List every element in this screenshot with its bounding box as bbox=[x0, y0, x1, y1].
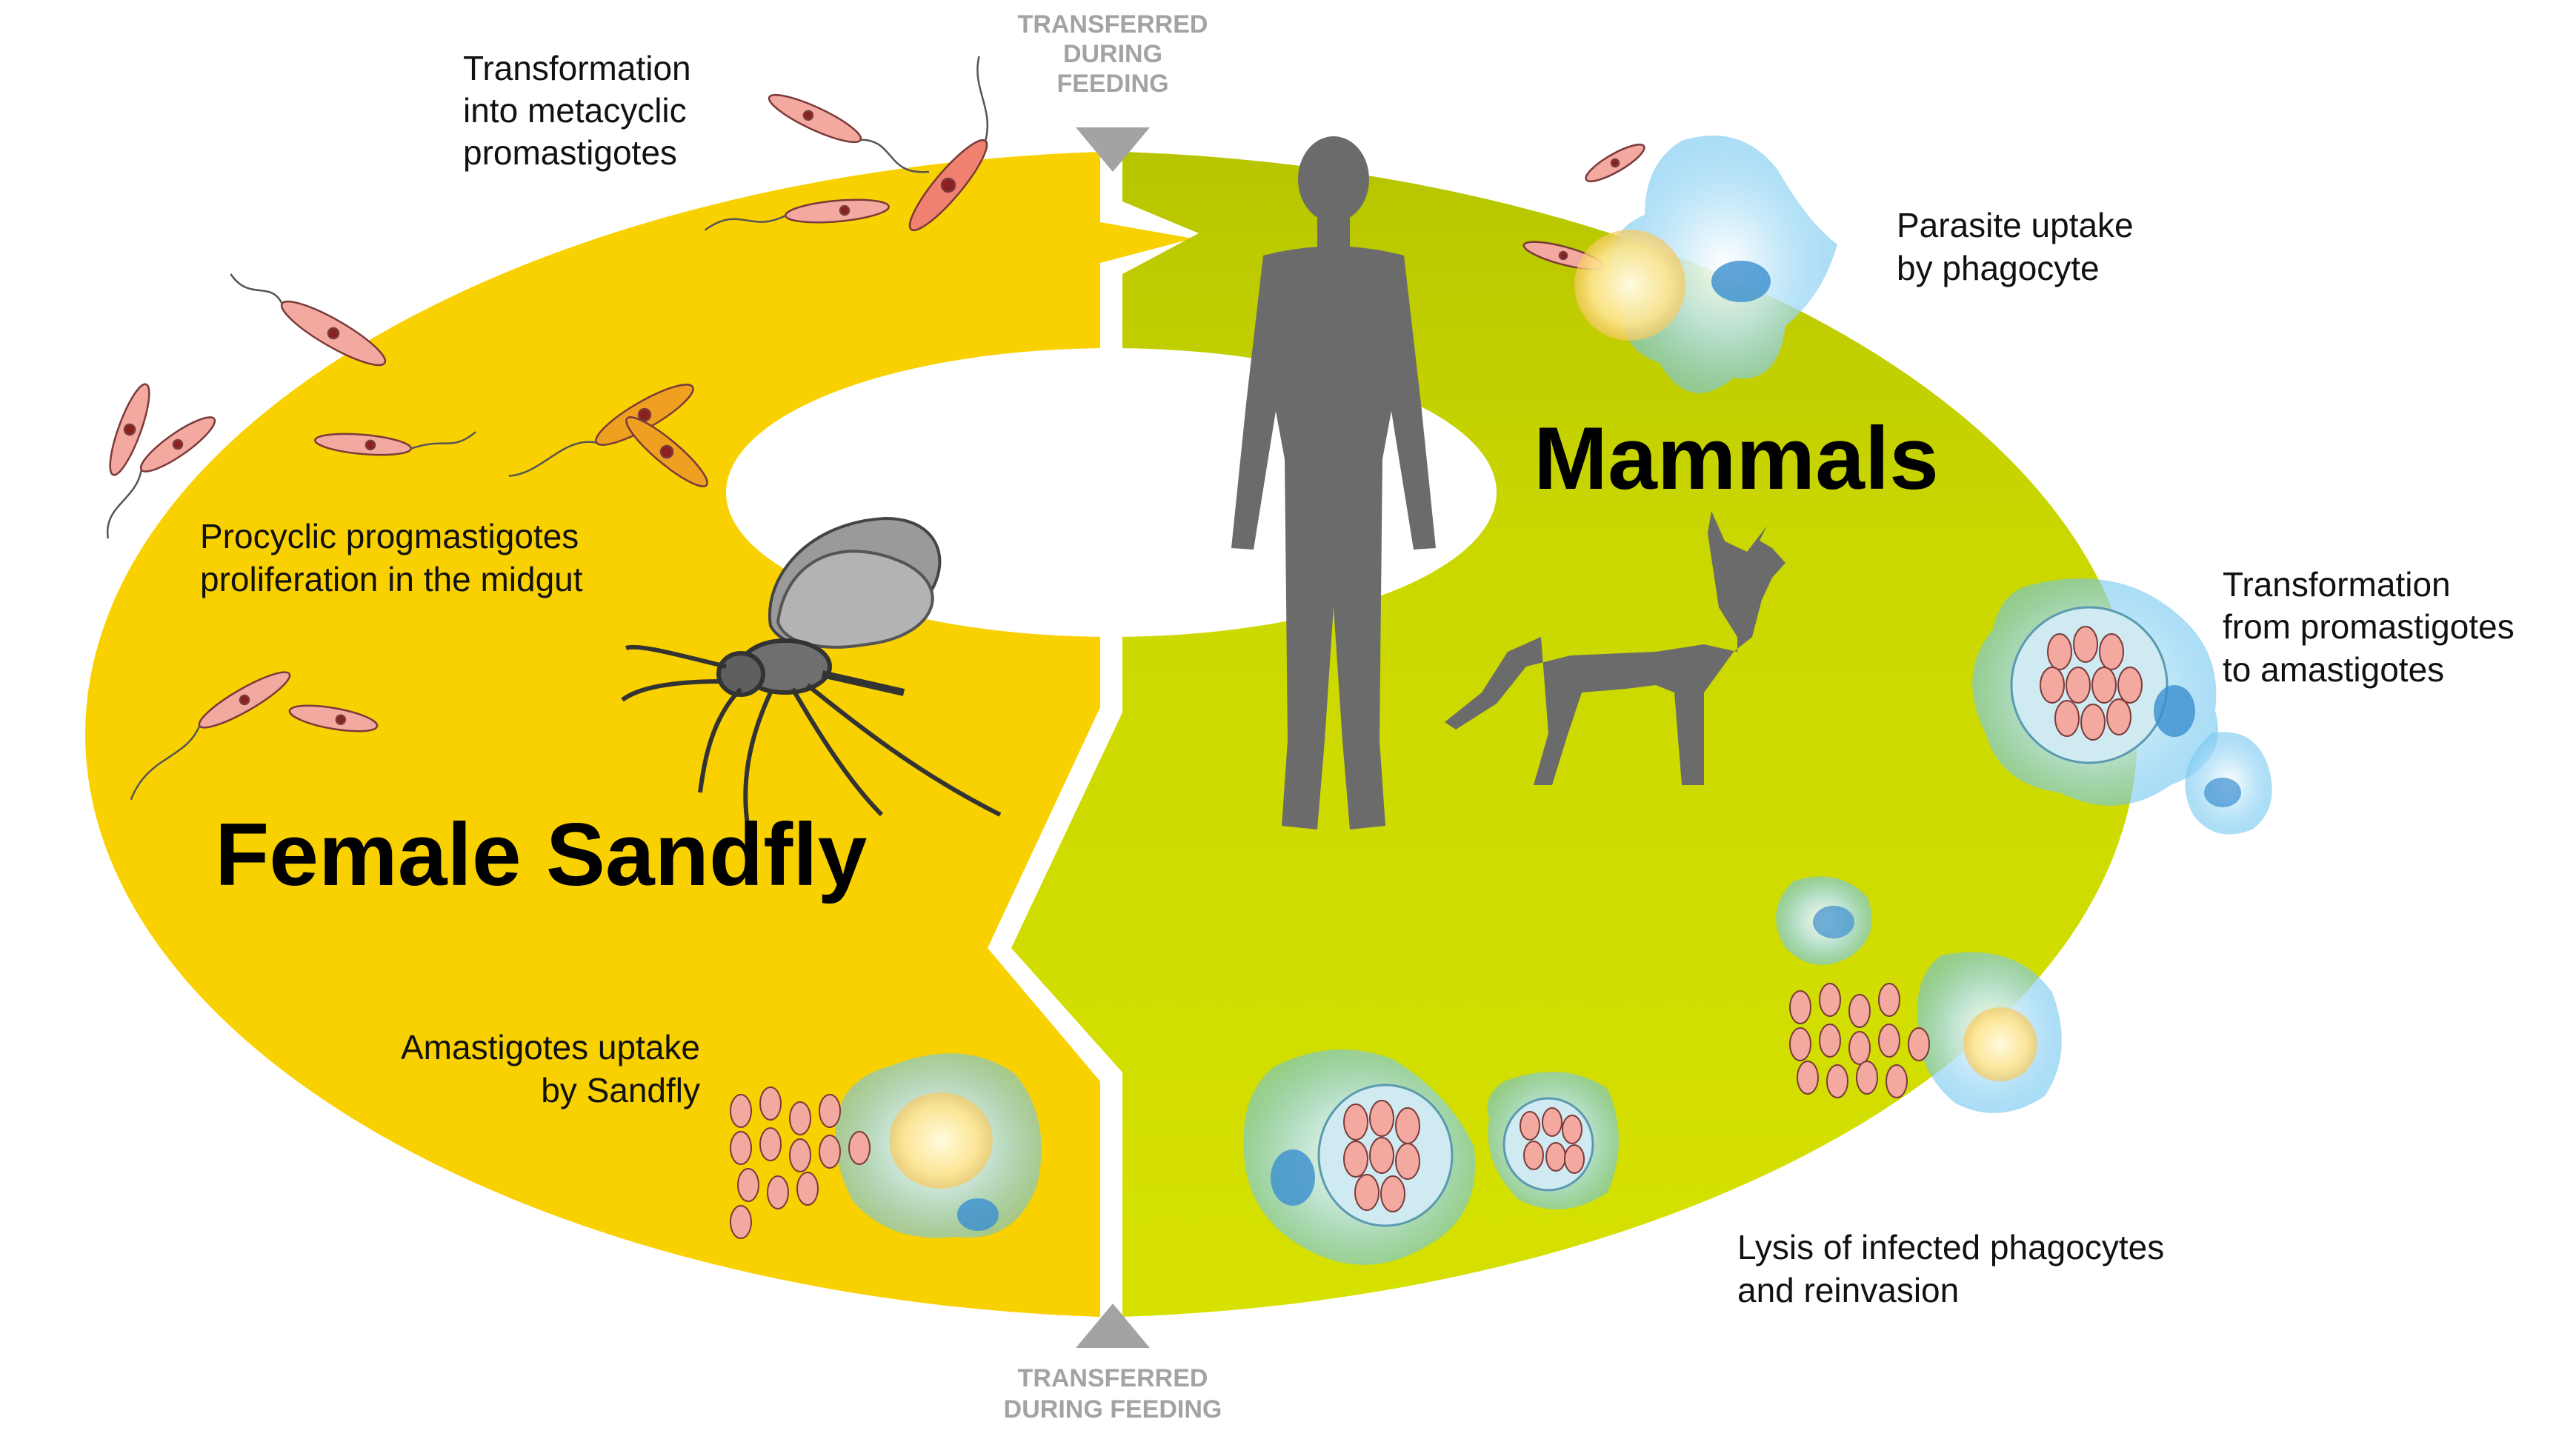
dog-silhouette bbox=[1445, 511, 1785, 785]
ring bbox=[85, 152, 2137, 1317]
metacyclic-label-3: promastigotes bbox=[463, 133, 677, 172]
sandfly-insect bbox=[621, 516, 1002, 830]
phagocyte-uptake-cell bbox=[1574, 136, 1837, 393]
transfer-arrow-bottom bbox=[1076, 1304, 1150, 1348]
transfer-arrow-top bbox=[1076, 127, 1150, 172]
transformation-label-1: Transformation bbox=[2223, 565, 2451, 604]
procyclic-label-2: proliferation in the midgut bbox=[200, 560, 583, 598]
amastigote-uptake-label-1: Amastigotes uptake bbox=[401, 1028, 700, 1067]
mammals-title: Mammals bbox=[1534, 409, 1939, 508]
transfer-label-top-1: TRANSFERRED bbox=[1018, 10, 1208, 39]
phagocyte-uptake-label-1: Parasite uptake bbox=[1897, 206, 2134, 244]
metacyclic-label-1: Transformation bbox=[463, 49, 691, 87]
amastigote-uptake-label-2: by Sandfly bbox=[541, 1071, 700, 1109]
lysis-cells bbox=[1243, 876, 2062, 1265]
transfer-label-bottom-1: TRANSFERRED bbox=[1018, 1364, 1208, 1392]
lysis-label-1: Lysis of infected phagocytes bbox=[1737, 1228, 2164, 1266]
sandfly-wing-2 bbox=[776, 550, 934, 649]
sandfly-title: Female Sandfly bbox=[215, 805, 868, 904]
promastigote-group bbox=[106, 56, 1645, 801]
phagocyte-uptake-label-2: by phagocyte bbox=[1897, 249, 2100, 287]
amastigote-uptake-cell bbox=[730, 1053, 1042, 1239]
transformation-label-2: from promastigotes bbox=[2223, 607, 2515, 646]
phagocyte-transformation-cell bbox=[1972, 578, 2272, 835]
transfer-label-top-2: DURING bbox=[1063, 40, 1162, 68]
procyclic-label-1: Procyclic progmastigotes bbox=[200, 517, 579, 555]
lysis-label-2: and reinvasion bbox=[1737, 1271, 1959, 1309]
transfer-label-bottom-2: DURING FEEDING bbox=[1004, 1395, 1222, 1423]
transformation-label-3: to amastigotes bbox=[2223, 650, 2444, 689]
transfer-label-top-3: FEEDING bbox=[1056, 70, 1168, 98]
metacyclic-label-2: into metacyclic bbox=[463, 91, 687, 130]
human-silhouette bbox=[1231, 136, 1436, 830]
